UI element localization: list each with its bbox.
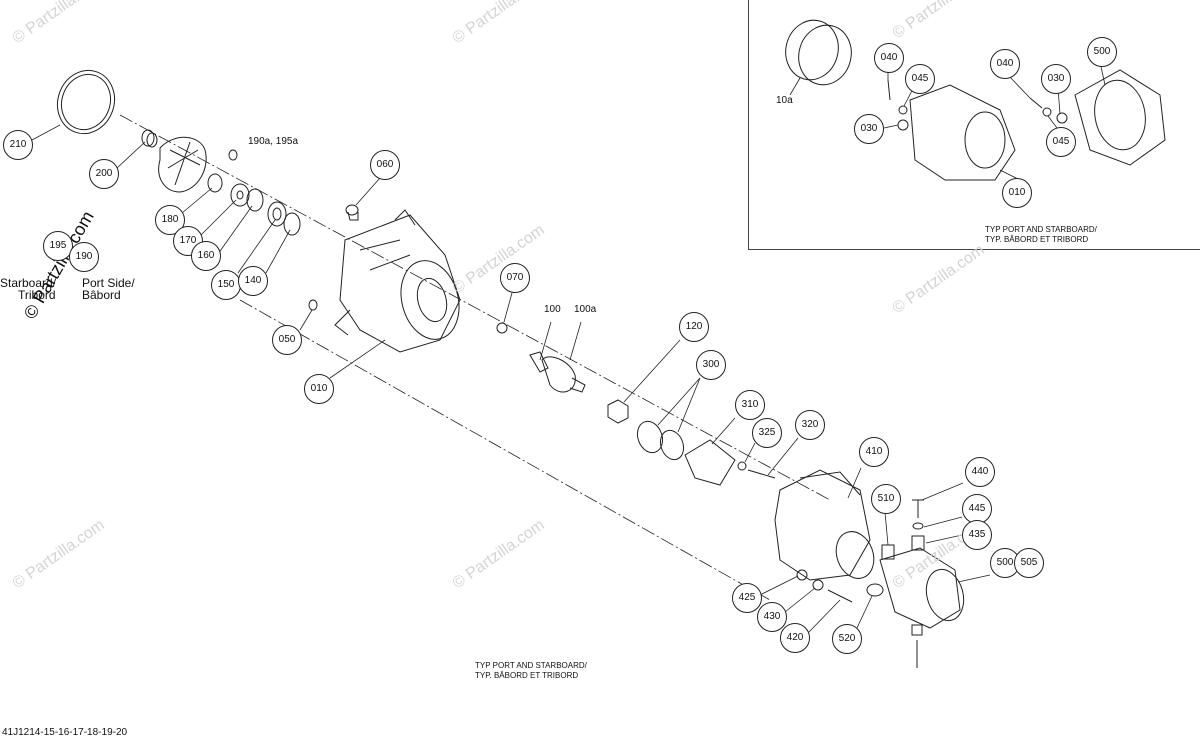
bolt-lower xyxy=(911,624,923,668)
callout-060: 060 xyxy=(370,150,400,180)
callout-510: 510 xyxy=(871,484,901,514)
o-ring-300a xyxy=(636,420,664,454)
callout-440: 440 xyxy=(965,457,995,487)
inset-washer-045b xyxy=(1042,107,1052,117)
inset-callout-500: 500 xyxy=(1087,37,1117,67)
label-190a-195a: 190a, 195a xyxy=(248,136,299,147)
callout-160: 160 xyxy=(191,241,221,271)
callout-200: 200 xyxy=(89,159,119,189)
washer-425 xyxy=(796,569,808,581)
callout-420: 420 xyxy=(780,623,810,653)
inset-callout-045a: 045 xyxy=(905,64,935,94)
inset-screw-040a xyxy=(887,79,891,101)
sleeve-200 xyxy=(141,129,158,148)
o-ring-190a xyxy=(228,149,238,161)
o-ring-140 xyxy=(283,212,301,236)
callout-435: 435 xyxy=(962,520,992,550)
screw-320 xyxy=(747,469,776,479)
inset-nozzle-500 xyxy=(1074,69,1166,166)
center-axis xyxy=(119,114,831,501)
o-ring-160 xyxy=(246,188,264,212)
inset-callout-030b: 030 xyxy=(1041,64,1071,94)
impeller xyxy=(158,136,207,193)
inset-screw-040b xyxy=(1029,97,1043,109)
main-note: TYP PORT AND STARBOARD/TYP. BÂBORD ET TR… xyxy=(475,661,587,680)
label-100a: 100a xyxy=(574,304,597,315)
leader-lines xyxy=(31,61,1106,634)
label-10a: 10a xyxy=(776,95,793,106)
washer-170 xyxy=(230,183,250,207)
nut-120 xyxy=(607,399,629,424)
bolt-440 xyxy=(912,499,924,518)
callout-070: 070 xyxy=(500,263,530,293)
callout-150: 150 xyxy=(211,270,241,300)
inset-housing-010 xyxy=(909,84,1016,181)
callout-320: 320 xyxy=(795,410,825,440)
center-axis xyxy=(239,299,771,601)
callout-210: 210 xyxy=(3,130,33,160)
callout-505: 505 xyxy=(1014,548,1044,578)
bushing-510 xyxy=(881,544,895,560)
callout-430: 430 xyxy=(757,602,787,632)
washer-325 xyxy=(737,461,747,471)
inset-callout-010: 010 xyxy=(1002,178,1032,208)
bushing-435 xyxy=(911,535,925,551)
bearing-150 xyxy=(267,201,287,227)
callout-300: 300 xyxy=(696,350,726,380)
plug-070 xyxy=(496,322,508,334)
inset-callout-030a: 030 xyxy=(854,114,884,144)
callout-120: 120 xyxy=(679,312,709,342)
inset-callout-045b: 045 xyxy=(1046,127,1076,157)
o-ring-180 xyxy=(207,173,223,193)
callout-050: 050 xyxy=(272,325,302,355)
inset-callout-040a: 040 xyxy=(874,43,904,73)
callout-325: 325 xyxy=(752,418,782,448)
stud-050 xyxy=(308,299,318,311)
pump-housing-010 xyxy=(334,209,461,353)
inset-note: TYP PORT AND STARBOARD/TYP. BÂBORD ET TR… xyxy=(985,225,1097,244)
callout-410: 410 xyxy=(859,437,889,467)
callout-425: 425 xyxy=(732,583,762,613)
inset-washer-045a xyxy=(898,105,908,115)
drawing-code: 41J1214-15-16-17-18-19-20 xyxy=(2,727,128,738)
wear-ring-210 xyxy=(57,69,115,135)
inset-bushing-030b xyxy=(1056,112,1068,124)
callout-190: 190 xyxy=(69,242,99,272)
callout-140: 140 xyxy=(238,266,268,296)
o-ring-300b xyxy=(659,429,685,461)
callout-445: 445 xyxy=(962,494,992,524)
washer-445 xyxy=(912,522,924,530)
washer-430 xyxy=(812,579,824,591)
inset-frame xyxy=(748,0,1200,250)
inset-callout-040b: 040 xyxy=(990,49,1020,79)
washer-170-inner xyxy=(236,190,244,200)
venturi-410 xyxy=(774,469,875,581)
label-100: 100 xyxy=(544,304,561,315)
inset-wear-ring-10a xyxy=(785,19,852,86)
callout-310: 310 xyxy=(735,390,765,420)
starboard-label: Starboard/Tribord xyxy=(0,276,57,302)
port-side-label: Port Side/Bâbord xyxy=(82,276,135,302)
callout-010: 010 xyxy=(304,374,334,404)
bolt-420 xyxy=(827,589,853,603)
bearing-150-inner xyxy=(272,207,282,221)
callout-520: 520 xyxy=(832,624,862,654)
shaft-100 xyxy=(529,351,586,393)
cone-310 xyxy=(684,439,736,486)
plate-520 xyxy=(866,583,884,597)
plug-060 xyxy=(345,204,359,221)
nozzle-500 xyxy=(879,547,965,629)
